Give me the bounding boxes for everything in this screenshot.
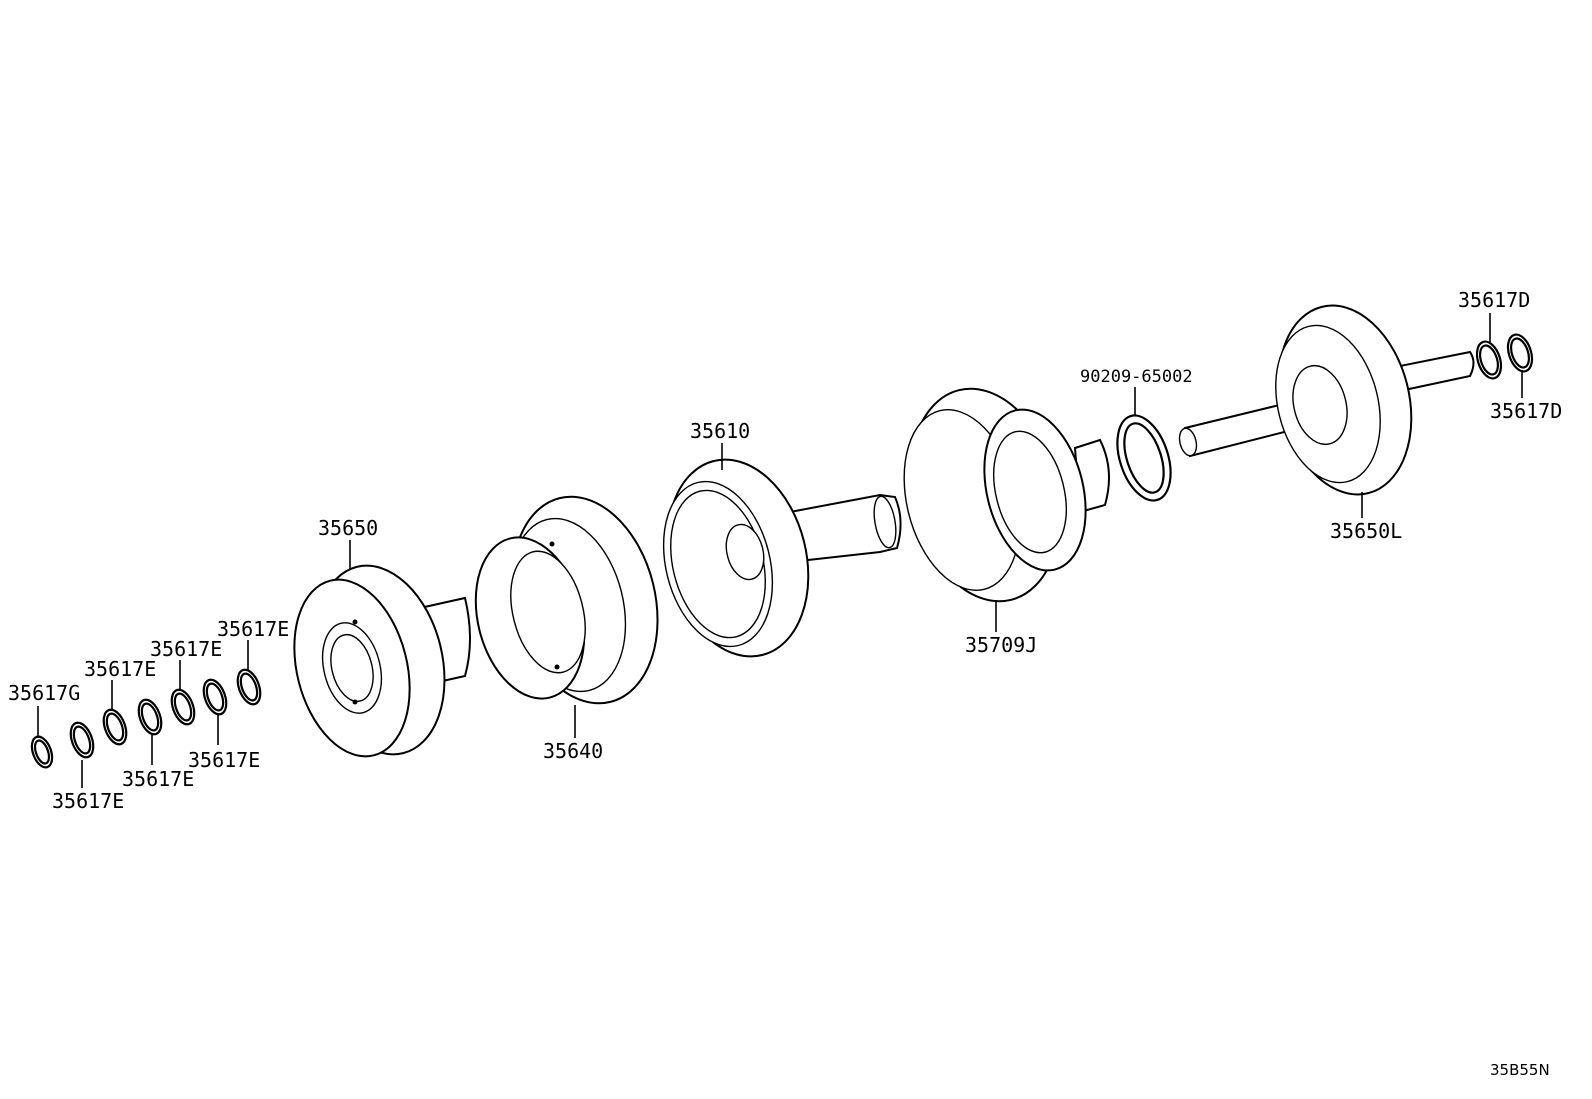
washer-35617D-1[interactable] xyxy=(1473,339,1506,382)
thrust-washer-90209-65002[interactable] xyxy=(1108,409,1181,508)
label-35617E-5: 35617E xyxy=(188,748,260,772)
washer-35617G[interactable] xyxy=(28,734,56,770)
washer-35617E-3[interactable] xyxy=(134,697,165,738)
washer-35617E-5[interactable] xyxy=(199,677,230,718)
label-35617E-4: 35617E xyxy=(150,637,222,661)
label-35617E-3: 35617E xyxy=(122,767,194,791)
washer-35617E-2[interactable] xyxy=(99,707,130,748)
drum-shaft-35610[interactable] xyxy=(647,445,902,672)
clutch-hub-35709J[interactable] xyxy=(886,373,1110,617)
leader-lines xyxy=(37,313,1523,788)
label-35610: 35610 xyxy=(690,419,750,443)
washer-35617E-1[interactable] xyxy=(66,720,97,761)
label-35617D-top: 35617D xyxy=(1458,288,1530,312)
label-35617E-1: 35617E xyxy=(52,789,124,813)
label-35617E-2: 35617E xyxy=(84,657,156,681)
ring-gear-35640[interactable] xyxy=(460,481,679,719)
label-35617E-6: 35617E xyxy=(217,617,289,641)
washer-35617D-2[interactable] xyxy=(1504,332,1537,375)
gear-35650[interactable] xyxy=(277,552,471,769)
label-90209-65002: 90209-65002 xyxy=(1080,367,1193,387)
label-35650L: 35650L xyxy=(1330,519,1402,543)
washer-35617E-6[interactable] xyxy=(233,667,264,708)
label-35617G: 35617G xyxy=(8,681,80,705)
label-35617D-bottom: 35617D xyxy=(1490,399,1562,423)
output-shaft-35650L[interactable] xyxy=(1177,291,1475,508)
washer-35617E-4[interactable] xyxy=(167,687,198,728)
label-35650: 35650 xyxy=(318,516,378,540)
diagram-code: 35B55N xyxy=(1490,1061,1550,1079)
label-35640: 35640 xyxy=(543,739,603,763)
label-35709J: 35709J xyxy=(965,633,1037,657)
